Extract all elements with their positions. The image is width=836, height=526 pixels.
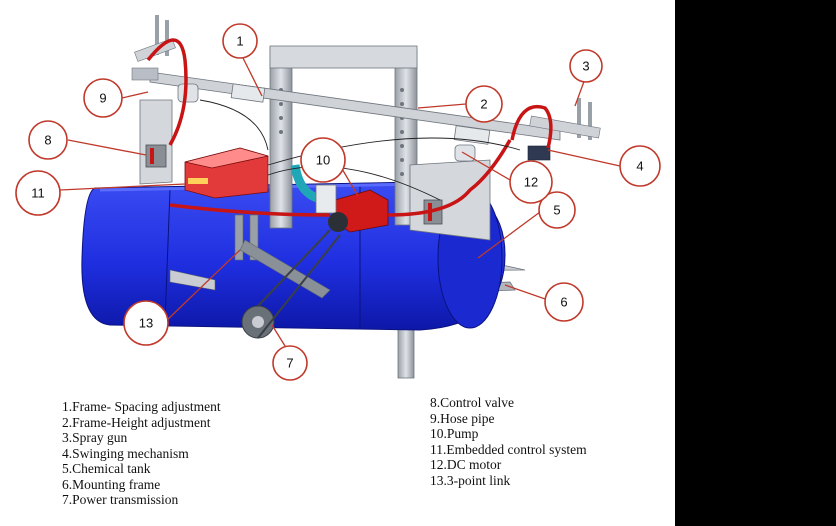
svg-text:2: 2 <box>480 97 487 112</box>
svg-text:12: 12 <box>524 175 538 190</box>
spray-gun-right <box>527 98 601 161</box>
svg-text:5: 5 <box>553 203 560 218</box>
legend-item-12: 12.DC motor <box>430 457 502 472</box>
legend-item-5: 5.Chemical tank <box>62 461 151 476</box>
callout-10: 10 <box>300 137 346 183</box>
hose-pipes <box>146 38 553 217</box>
callout-13: 13 <box>123 300 169 346</box>
embedded-control-box <box>184 147 269 199</box>
legend-right-column: 8.Control valve 9.Hose pipe 10.Pump 11.E… <box>430 395 587 488</box>
leader-lines <box>59 51 621 355</box>
svg-text:4: 4 <box>636 159 643 174</box>
callout-5: 5 <box>538 191 576 229</box>
sprayer-illustration: 1 2 3 4 5 6 7 <box>15 15 661 381</box>
callout-6: 6 <box>544 282 584 322</box>
svg-text:11: 11 <box>31 186 45 201</box>
legend-item-8: 8.Control valve <box>430 395 514 410</box>
callout-4: 4 <box>619 145 661 187</box>
legend-item-2: 2.Frame-Height adjustment <box>62 414 211 430</box>
power-transmission <box>241 229 341 339</box>
svg-text:8: 8 <box>44 133 51 148</box>
callout-9: 9 <box>83 78 123 118</box>
legend-item-9: 9.Hose pipe <box>430 410 495 426</box>
svg-text:9: 9 <box>99 91 106 106</box>
three-point-link <box>169 214 331 299</box>
legend-item-3: 3.Spray gun <box>62 430 128 445</box>
legend-item-1: 1.Frame- Spacing adjustment <box>62 399 221 414</box>
control-valves <box>145 144 443 225</box>
callout-2: 2 <box>465 85 503 123</box>
callout-3: 3 <box>569 49 603 83</box>
svg-text:13: 13 <box>139 316 153 331</box>
diagram-canvas: 1 2 3 4 5 6 7 <box>0 0 675 526</box>
spray-gun-left <box>131 15 176 81</box>
legend-item-13: 13.3-point link <box>430 472 511 488</box>
spacing-adjustment-boom <box>149 71 561 145</box>
legend-item-7: 7.Power transmission <box>62 492 179 507</box>
svg-text:1: 1 <box>236 34 243 49</box>
callout-12: 12 <box>509 160 553 204</box>
legend-item-6: 6.Mounting frame <box>62 476 161 492</box>
pump <box>315 184 389 233</box>
svg-text:7: 7 <box>286 356 293 371</box>
legend-item-11: 11.Embedded control system <box>430 441 587 457</box>
callouts: 1 2 3 4 5 6 7 <box>15 23 661 381</box>
callout-7: 7 <box>272 345 308 381</box>
svg-text:6: 6 <box>560 295 567 310</box>
svg-text:10: 10 <box>316 153 330 168</box>
callout-11: 11 <box>15 170 61 216</box>
legend-left-column: 1.Frame- Spacing adjustment 2.Frame-Heig… <box>62 399 221 508</box>
legend-item-10: 10.Pump <box>430 426 479 441</box>
callout-1: 1 <box>222 23 258 59</box>
callout-8: 8 <box>28 120 68 160</box>
svg-text:3: 3 <box>582 59 589 74</box>
legend-item-4: 4.Swinging mechanism <box>62 445 189 461</box>
